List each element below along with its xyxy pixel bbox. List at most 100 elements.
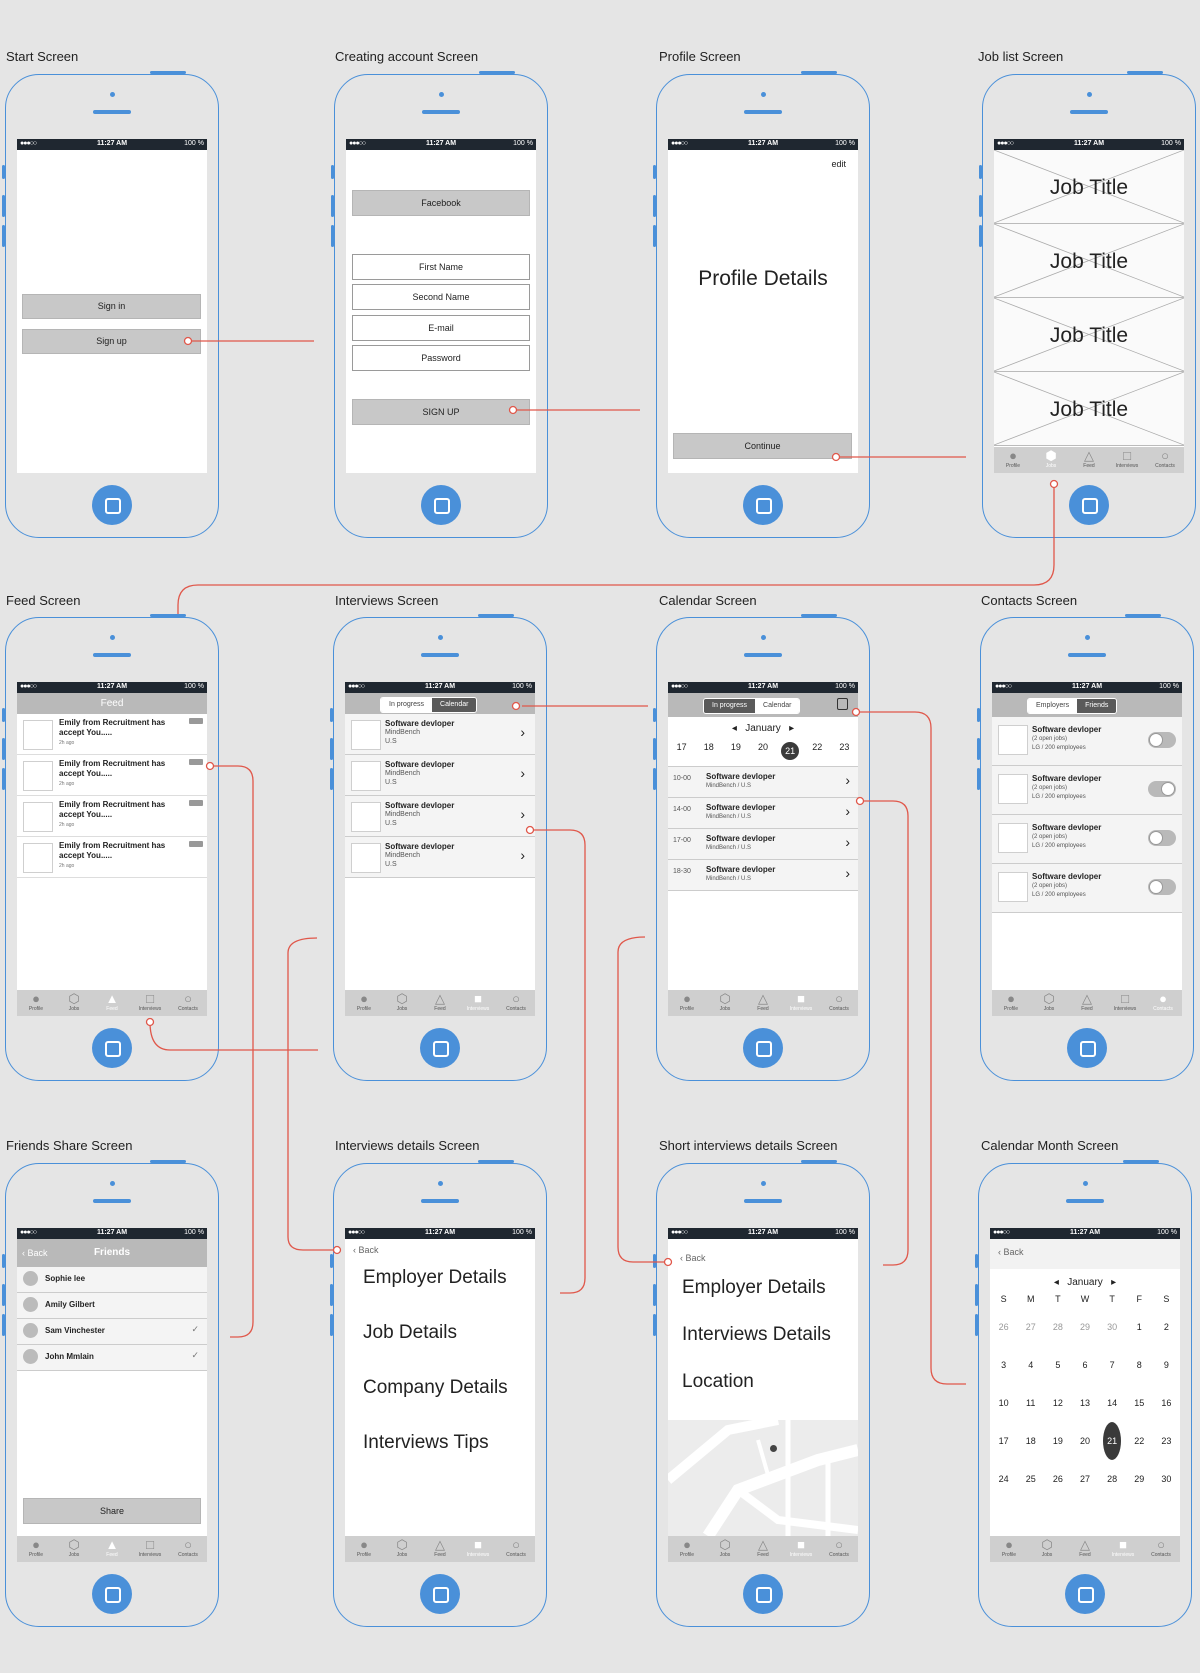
detail-link[interactable]: Interviews Tips xyxy=(363,1432,489,1453)
calendar-day[interactable]: 29 xyxy=(1134,1474,1145,1484)
home-button[interactable] xyxy=(420,1028,460,1068)
tab-interviews[interactable]: □Interviews xyxy=(138,991,162,1012)
tab-feed[interactable]: △Feed xyxy=(757,991,769,1012)
tab-contacts[interactable]: ○Contacts xyxy=(506,1537,526,1558)
contact-item[interactable]: Software devloper(2 open jobs)LG / 200 e… xyxy=(992,766,1182,815)
tab-interviews[interactable]: ■Interviews xyxy=(466,1537,490,1558)
continue-button[interactable]: Continue xyxy=(673,433,852,459)
tab-profile[interactable]: ●Profile xyxy=(356,991,372,1012)
calendar-day[interactable]: 22 xyxy=(812,742,823,752)
follow-toggle[interactable] xyxy=(1148,732,1176,748)
friend-item[interactable]: Amily Gilbert xyxy=(17,1293,207,1319)
share-button[interactable]: Share xyxy=(23,1498,201,1524)
calendar-day[interactable]: 9 xyxy=(1163,1360,1169,1370)
location-map[interactable] xyxy=(668,1420,858,1536)
tab-jobs[interactable]: ⬡Jobs xyxy=(719,1537,731,1558)
tab-contacts[interactable]: ○Contacts xyxy=(829,991,849,1012)
chevron-right-icon[interactable]: › xyxy=(520,847,525,863)
calendar-day[interactable]: 24 xyxy=(998,1474,1009,1484)
calendar-day[interactable]: 17 xyxy=(998,1436,1009,1446)
tab-feed[interactable]: △Feed xyxy=(1083,448,1095,469)
calendar-day[interactable]: 3 xyxy=(1001,1360,1007,1370)
chevron-right-icon[interactable]: › xyxy=(845,865,850,881)
calendar-day[interactable]: 28 xyxy=(1052,1322,1063,1332)
calendar-day[interactable]: 20 xyxy=(757,742,768,752)
follow-toggle[interactable] xyxy=(1148,879,1176,895)
tab-contacts[interactable]: ○Contacts xyxy=(178,1537,198,1558)
facebook-button[interactable]: Facebook xyxy=(352,190,530,216)
feed-item[interactable]: Emily from Recruitment has accept You...… xyxy=(17,714,207,755)
calendar-day[interactable]: 18 xyxy=(1025,1436,1036,1446)
detail-link[interactable]: Employer Details xyxy=(682,1277,826,1298)
feed-item[interactable]: Emily from Recruitment has accept You...… xyxy=(17,837,207,878)
tab-jobs[interactable]: ⬡Jobs xyxy=(1041,1537,1053,1558)
contact-item[interactable]: Software devloper(2 open jobs)LG / 200 e… xyxy=(992,864,1182,913)
chevron-right-icon[interactable]: › xyxy=(845,772,850,788)
calendar-day[interactable]: 23 xyxy=(839,742,850,752)
tab-contacts[interactable]: ○Contacts xyxy=(1155,448,1175,469)
tab-jobs[interactable]: ⬡Jobs xyxy=(1043,991,1055,1012)
back-button[interactable]: ‹ Back xyxy=(353,1245,379,1255)
edit-link[interactable]: edit xyxy=(831,159,846,169)
tab-employers[interactable]: Employers xyxy=(1028,699,1078,713)
tab-jobs[interactable]: ⬢Jobs xyxy=(1045,448,1057,469)
calendar-day[interactable]: 25 xyxy=(1025,1474,1036,1484)
first-name-field[interactable]: First Name xyxy=(352,254,530,280)
tab-contacts[interactable]: ○Contacts xyxy=(829,1537,849,1558)
calendar-day[interactable]: 26 xyxy=(1052,1474,1063,1484)
sign-up-button[interactable]: Sign up xyxy=(22,329,201,354)
tab-jobs[interactable]: ⬡Jobs xyxy=(396,991,408,1012)
calendar-day[interactable]: 8 xyxy=(1136,1360,1142,1370)
tab-interviews[interactable]: □Interviews xyxy=(1113,991,1137,1012)
calendar-day[interactable]: 28 xyxy=(1107,1474,1118,1484)
calendar-day[interactable]: 20 xyxy=(1079,1436,1090,1446)
back-button[interactable]: ‹ Back xyxy=(22,1248,48,1258)
calendar-day[interactable]: 16 xyxy=(1161,1398,1172,1408)
tab-calendar[interactable]: Calendar xyxy=(432,698,477,712)
calendar-day[interactable]: 1 xyxy=(1136,1322,1142,1332)
tab-interviews[interactable]: ■Interviews xyxy=(466,991,490,1012)
back-button[interactable]: ‹ Back xyxy=(998,1247,1024,1257)
calendar-day[interactable]: 22 xyxy=(1134,1436,1145,1446)
follow-toggle[interactable] xyxy=(1148,830,1176,846)
detail-link[interactable]: Interviews Details xyxy=(682,1324,831,1345)
chevron-right-icon[interactable]: › xyxy=(520,724,525,740)
calendar-day[interactable]: 26 xyxy=(998,1322,1009,1332)
tab-profile[interactable]: ●Profile xyxy=(356,1537,372,1558)
next-month-icon[interactable]: ▸ xyxy=(1111,1277,1117,1288)
calendar-day[interactable]: 11 xyxy=(1026,1398,1036,1408)
tab-contacts[interactable]: ○Contacts xyxy=(178,991,198,1012)
back-button[interactable]: ‹ Back xyxy=(680,1253,706,1263)
tab-jobs[interactable]: ⬡Jobs xyxy=(68,1537,80,1558)
calendar-day[interactable]: 12 xyxy=(1052,1398,1063,1408)
home-button[interactable] xyxy=(92,1028,132,1068)
tab-interviews[interactable]: ■Interviews xyxy=(789,991,813,1012)
job-list-item[interactable]: Job Title xyxy=(994,150,1184,224)
password-field[interactable]: Password xyxy=(352,345,530,371)
tab-feed[interactable]: △Feed xyxy=(434,991,446,1012)
next-month-icon[interactable]: ▸ xyxy=(789,723,795,734)
tab-profile[interactable]: ●Profile xyxy=(679,1537,695,1558)
tab-feed[interactable]: △Feed xyxy=(1079,1537,1091,1558)
calendar-day[interactable]: 19 xyxy=(1052,1436,1063,1446)
friend-item[interactable]: Sam Vinchester✓ xyxy=(17,1319,207,1345)
calendar-day[interactable]: 30 xyxy=(1107,1322,1118,1332)
tab-in-progress[interactable]: In progress xyxy=(381,698,433,712)
tab-contacts[interactable]: ●Contacts xyxy=(1153,991,1173,1012)
calendar-day[interactable]: 27 xyxy=(1025,1322,1036,1332)
calendar-day[interactable]: 23 xyxy=(1161,1436,1172,1446)
calendar-day[interactable]: 15 xyxy=(1134,1398,1145,1408)
home-button[interactable] xyxy=(743,1574,783,1614)
tab-contacts[interactable]: ○Contacts xyxy=(506,991,526,1012)
chevron-right-icon[interactable]: › xyxy=(845,803,850,819)
home-button[interactable] xyxy=(1069,485,1109,525)
tab-feed[interactable]: △Feed xyxy=(1081,991,1093,1012)
job-list-item[interactable]: Job Title xyxy=(994,372,1184,446)
detail-link[interactable]: Company Details xyxy=(363,1377,508,1398)
calendar-day[interactable]: 21 xyxy=(1099,1422,1126,1460)
tab-profile[interactable]: ●Profile xyxy=(28,991,44,1012)
